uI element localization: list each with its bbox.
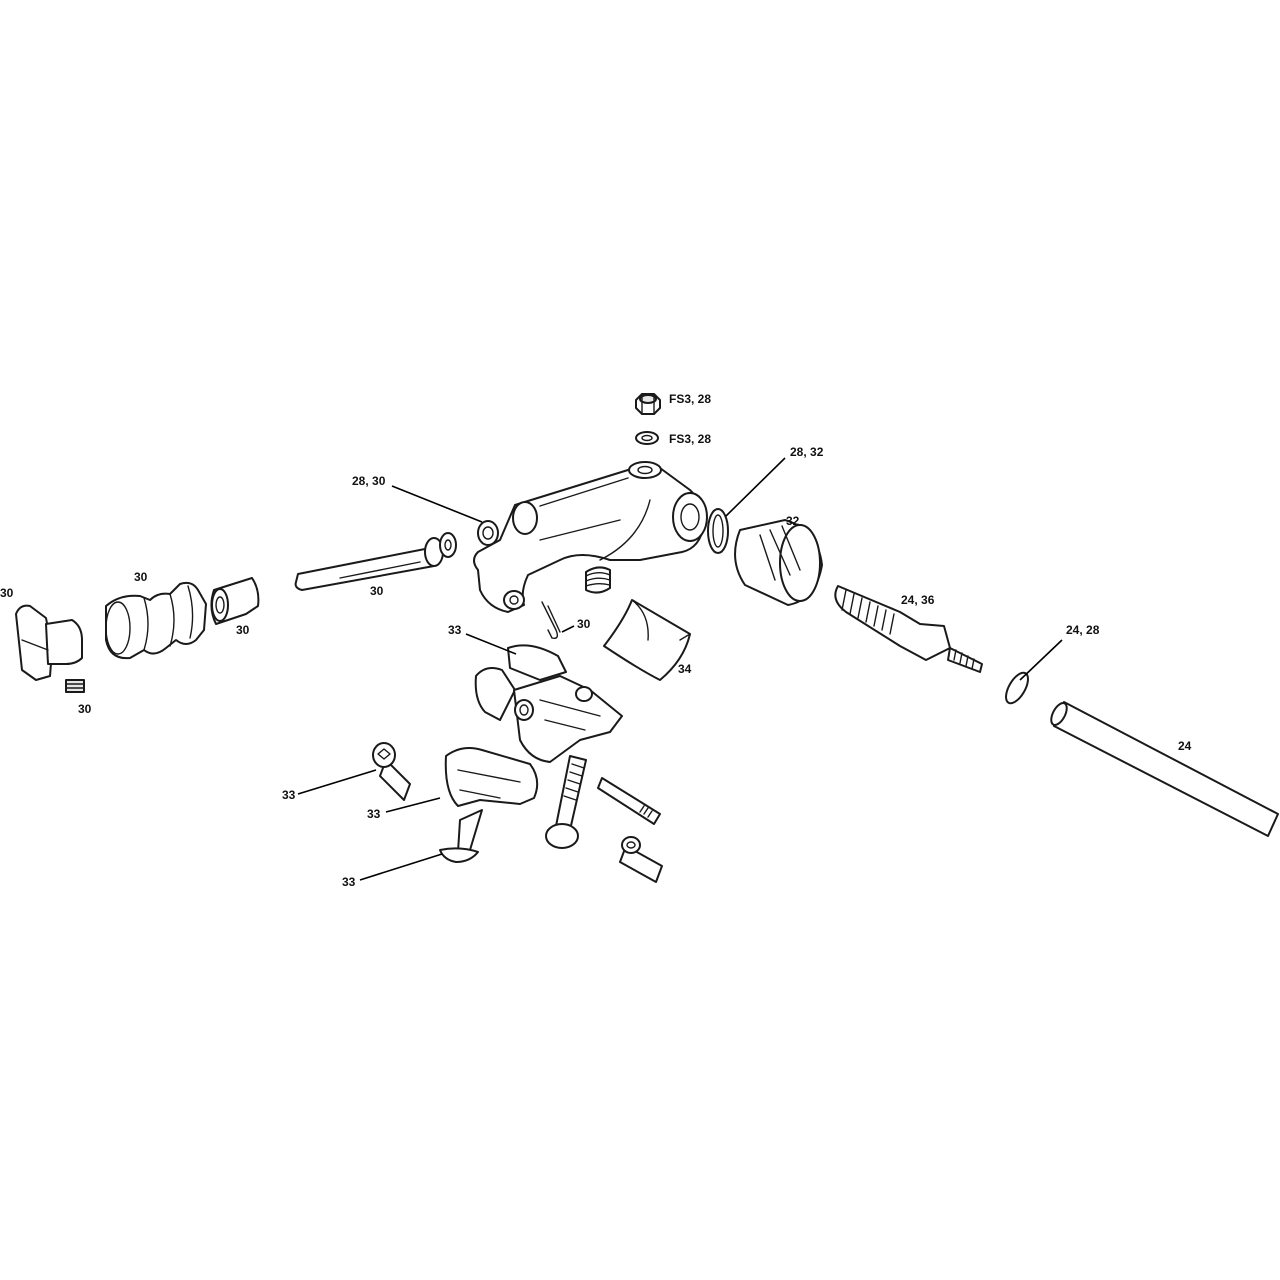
callout-33-screw: 33 [282,788,296,802]
callout-24: 24 [1178,739,1192,753]
bleed-washer-part [635,431,659,445]
piston-rod-part [294,532,457,591]
washer-24-28-part [1005,671,1029,705]
callout-28-30: 28, 30 [352,474,386,488]
pivot-pin-part [597,777,661,825]
lever-end-knob-part [15,604,83,681]
callout-30-set-screw: 30 [78,702,92,716]
callout-33-bracket: 33 [367,807,381,821]
reach-adjust-knob-32 [734,519,823,606]
callout-32: 32 [786,514,800,528]
callout-30-knob: 30 [0,586,14,600]
callout-30-boot: 30 [134,570,148,584]
return-spring-part [585,566,611,594]
pivot-bushing-34 [603,599,691,681]
leader-lines [297,457,1063,881]
bleed-screw-part [635,393,661,415]
master-cylinder-body [473,461,708,613]
seal-28-30-part [477,520,499,546]
set-screw-part [65,679,85,693]
callout-30-sleeve: 30 [236,623,250,637]
callout-labels: FS3, 28 FS3, 28 28, 32 32 28, 30 30 30 3… [0,392,1192,889]
o-ring-28-32-part [707,508,729,554]
threaded-adjuster-part [834,585,983,673]
handlebar-clamp-upper [474,644,623,763]
callout-33-bolt: 33 [342,875,356,889]
dust-boot-part [105,581,207,660]
long-bolt-part [545,755,587,849]
callout-fs3-28-washer: FS3, 28 [669,432,711,446]
clamp-bolt-33-part [439,809,483,863]
callout-24-36: 24, 36 [901,593,935,607]
hydraulic-hose-part [1050,701,1279,837]
handlebar-clamp-lower [444,747,539,807]
callout-fs3-28-bolt: FS3, 28 [669,392,711,406]
cam-sleeve-part [210,577,260,625]
callout-28-32: 28, 32 [790,445,824,459]
callout-33-clamp: 33 [448,623,462,637]
spring-clip-part [541,601,561,640]
callout-30-pin: 30 [370,584,384,598]
callout-34: 34 [678,662,692,676]
pivot-tube-part [619,836,663,883]
callout-24-28: 24, 28 [1066,623,1100,637]
callout-30-spring-clip: 30 [577,617,591,631]
clamp-torx-screw-part [372,742,411,801]
